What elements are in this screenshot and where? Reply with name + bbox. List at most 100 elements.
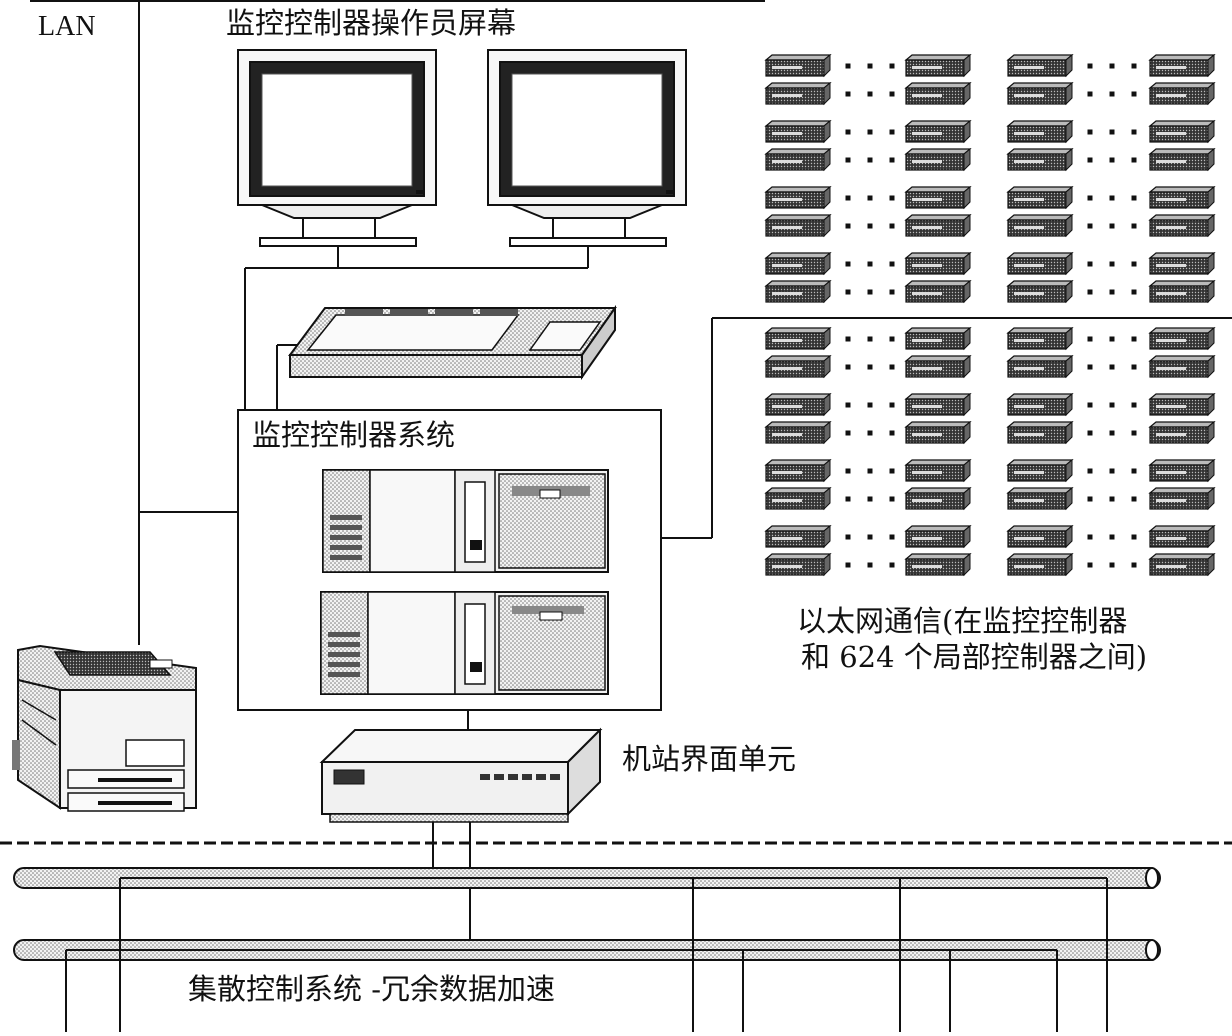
local-controller-unit: [904, 326, 972, 351]
ellipsis-dot: [889, 534, 895, 540]
ellipsis-dot: [1109, 336, 1115, 342]
ellipsis-dot: [889, 402, 895, 408]
ellipsis-dot: [889, 223, 895, 229]
dcs-bus-label: 集散控制系统 -冗余数据加速: [188, 972, 556, 1006]
local-controller-unit: [1148, 458, 1216, 483]
ellipsis-dot: [1087, 430, 1093, 436]
ellipsis-dot: [845, 157, 851, 163]
ellipsis-dot: [1109, 468, 1115, 474]
local-controller-unit: [764, 53, 832, 78]
ellipsis-dot: [1109, 430, 1115, 436]
local-controller-unit: [764, 279, 832, 304]
ellipsis-dot: [1109, 364, 1115, 370]
ellipsis-dot: [1109, 63, 1115, 69]
ellipsis-dot: [889, 496, 895, 502]
local-controller-unit: [1148, 119, 1216, 144]
ellipsis-dot: [889, 63, 895, 69]
ellipsis-dot: [1131, 402, 1137, 408]
printer: [12, 644, 197, 812]
local-controller-unit: [904, 147, 972, 172]
ellipsis-dot: [845, 195, 851, 201]
ethernet-link: [661, 317, 1232, 539]
ellipsis-dot: [1087, 364, 1093, 370]
ellipsis-dot: [845, 129, 851, 135]
local-controller-unit: [904, 486, 972, 511]
ellipsis-dot: [845, 63, 851, 69]
ellipsis-dot: [1109, 91, 1115, 97]
local-controller-unit: [904, 185, 972, 210]
controller-rack-lower: [320, 591, 609, 695]
ellipsis-dot: [845, 496, 851, 502]
local-controller-unit: [1006, 486, 1074, 511]
ellipsis-dot: [845, 336, 851, 342]
ellipsis-dot: [889, 91, 895, 97]
local-controller-unit: [1148, 524, 1216, 549]
local-controller-unit: [1148, 279, 1216, 304]
ellipsis-dot: [845, 91, 851, 97]
ellipsis-dot: [845, 562, 851, 568]
local-controller-unit: [1006, 524, 1074, 549]
ellipsis-dot: [867, 534, 873, 540]
operator-monitor-left: [237, 49, 437, 247]
ellipsis-dot: [1131, 336, 1137, 342]
ellipsis-dot: [845, 402, 851, 408]
ellipsis-dot: [1131, 91, 1137, 97]
local-controller-unit: [1148, 81, 1216, 106]
ellipsis-dot: [1087, 91, 1093, 97]
ellipsis-dot: [1087, 261, 1093, 267]
local-controller-unit: [1148, 552, 1216, 577]
local-controller-unit: [764, 251, 832, 276]
ellipsis-dot: [1087, 336, 1093, 342]
ellipsis-dot: [1131, 468, 1137, 474]
local-controller-unit: [904, 392, 972, 417]
ellipsis-dot: [1087, 468, 1093, 474]
ellipsis-dot: [845, 223, 851, 229]
ellipsis-dot: [867, 496, 873, 502]
ellipsis-dot: [1109, 496, 1115, 502]
ellipsis-dot: [1087, 402, 1093, 408]
monitor-cabling: [244, 246, 589, 410]
ellipsis-dot: [867, 430, 873, 436]
local-controller-unit: [1006, 279, 1074, 304]
highway-drop-lines: [65, 877, 1108, 1032]
ellipsis-dot: [867, 402, 873, 408]
local-controller-unit: [764, 552, 832, 577]
local-controller-unit: [1006, 81, 1074, 106]
local-controller-unit: [904, 458, 972, 483]
ellipsis-dot: [1109, 289, 1115, 295]
lan-network: [30, 0, 765, 645]
local-controller-unit: [904, 213, 972, 238]
ellipsis-dot: [845, 289, 851, 295]
ellipsis-dot: [867, 336, 873, 342]
local-controller-unit: [1006, 458, 1074, 483]
ellipsis-dot: [1109, 157, 1115, 163]
ellipsis-dot: [1131, 534, 1137, 540]
ellipsis-dot: [867, 364, 873, 370]
ellipsis-dot: [889, 364, 895, 370]
local-controller-unit: [1148, 486, 1216, 511]
station-interface-label: 机站界面单元: [622, 742, 797, 776]
local-controller-unit: [764, 147, 832, 172]
ellipsis-dot: [1087, 195, 1093, 201]
ellipsis-dot: [1131, 261, 1137, 267]
ellipsis-dot: [867, 261, 873, 267]
ellipsis-dot: [867, 468, 873, 474]
ellipsis-dot: [889, 195, 895, 201]
ellipsis-dot: [889, 562, 895, 568]
local-controller-unit: [1006, 552, 1074, 577]
local-controller-unit: [904, 251, 972, 276]
ellipsis-dot: [1131, 289, 1137, 295]
ellipsis-dot: [1131, 195, 1137, 201]
local-controller-unit: [1006, 354, 1074, 379]
operator-screens-label: 监控控制器操作员屏幕: [226, 6, 517, 40]
supervisory-system-box: [237, 409, 662, 711]
ellipsis-dot: [845, 261, 851, 267]
ellipsis-dot: [867, 562, 873, 568]
local-controller-unit: [1006, 53, 1074, 78]
local-controller-unit: [904, 420, 972, 445]
local-controller-unit: [764, 354, 832, 379]
lan-label: LAN: [38, 11, 96, 42]
ellipsis-dot: [1131, 223, 1137, 229]
local-controller-unit: [764, 486, 832, 511]
